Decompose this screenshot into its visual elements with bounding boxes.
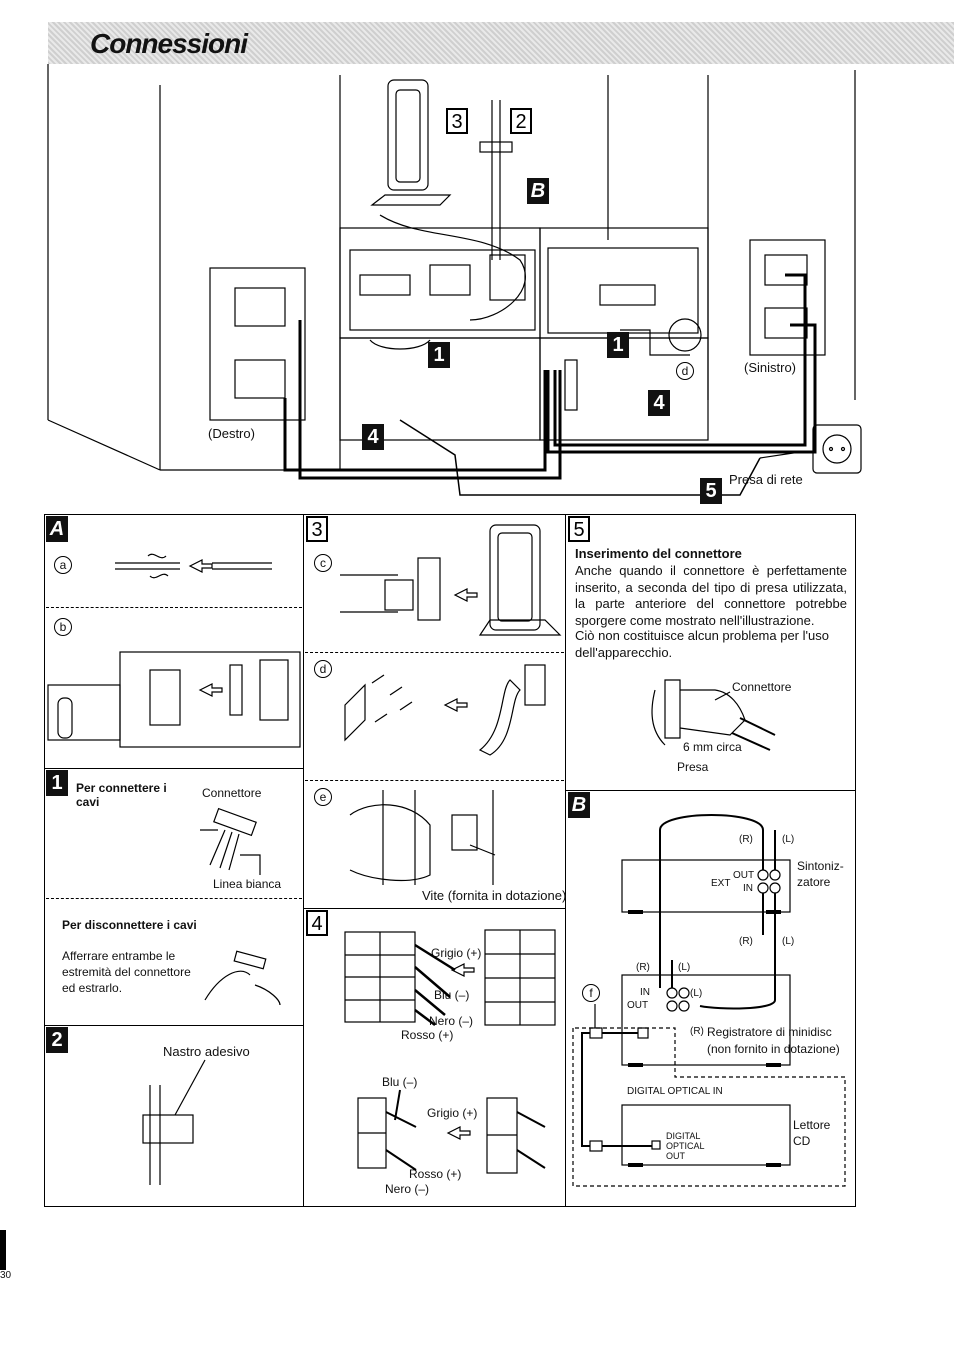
step4b-callout: 4	[648, 390, 670, 416]
cd-label: Lettore CD	[793, 1118, 831, 1148]
md-l2-label: (L)	[690, 988, 703, 999]
step1a-callout: 1	[428, 342, 450, 368]
screw-label: Vite (fornita in dotazione)	[422, 888, 567, 903]
tuner-r-label: (R)	[739, 834, 753, 845]
digital-out-3: OUT	[666, 1151, 685, 1161]
outlet-label: Presa di rete	[729, 472, 803, 487]
step5-callout: 5	[700, 478, 722, 504]
tuner-l2-label: (L)	[782, 936, 795, 947]
md-r-label: (R)	[636, 962, 650, 973]
panel-3-divider-1	[305, 652, 564, 653]
tuner-label: Sintoniz- zatore	[797, 859, 844, 889]
panel-3-divider-2	[305, 780, 564, 781]
ext-label: EXT	[711, 878, 731, 889]
d-callout: d	[676, 362, 694, 380]
socket-label: Presa	[677, 760, 709, 774]
panel-1-number: 1	[46, 770, 68, 796]
tuner-in-label: IN	[743, 883, 753, 894]
md-l-label: (L)	[678, 962, 691, 973]
step1b-callout: 1	[607, 332, 629, 358]
sub-f-marker: f	[582, 984, 600, 1002]
sub-a-marker: a	[54, 556, 72, 574]
black-minus-label: Nero (–)	[429, 1014, 474, 1028]
step2-callout: 2	[510, 108, 532, 134]
red-plus-label: Rosso (+)	[401, 1028, 454, 1042]
grey-plus-label: Grigio (+)	[431, 946, 482, 960]
sub-b-marker: b	[54, 618, 72, 636]
md-r2-label: (R)	[690, 1026, 704, 1037]
connect-title: Per connettere i cavi	[76, 781, 167, 809]
step3-callout: 3	[446, 108, 468, 134]
digital-out-2: OPTICAL	[666, 1141, 705, 1151]
tape-label: Nastro adesivo	[163, 1044, 250, 1059]
grey-plus-label-2: Grigio (+)	[427, 1106, 478, 1120]
panel-A-letter: A	[46, 516, 68, 542]
tuner-r2-label: (R)	[739, 936, 753, 947]
header-band	[48, 22, 954, 64]
tuner-l-label: (L)	[782, 834, 795, 845]
md-in-label: IN	[640, 987, 650, 998]
panel-B-box	[565, 790, 856, 1207]
md-out-label: OUT	[627, 1000, 649, 1011]
disconnect-text: Afferrare entrambe le estremità del conn…	[62, 949, 191, 995]
approx-label: 6 mm circa	[683, 740, 742, 754]
panel-4-number: 4	[306, 910, 328, 936]
minidisc-label: Registratore di minidisc	[707, 1025, 832, 1039]
disconnect-title: Per disconnettere i cavi	[62, 918, 197, 932]
panel-A-divider	[46, 607, 302, 608]
left-speaker-label: (Sinistro)	[744, 360, 797, 375]
digital-in-label: DIGITAL OPTICAL IN	[627, 1086, 723, 1097]
sub-d-marker: d	[314, 660, 332, 678]
panel-B-letter: B	[568, 792, 590, 818]
connector-label: Connettore	[202, 786, 262, 800]
panel-2-number: 2	[46, 1027, 68, 1053]
panel-5-text: Anche quando il connettore è perfettamen…	[575, 563, 847, 628]
panel-5-number: 5	[568, 516, 590, 542]
sub-e-marker: e	[314, 788, 332, 806]
page-number: 30	[0, 1270, 12, 1281]
panel-5-heading: Inserimento del connettore	[575, 546, 742, 561]
red-plus-label-2: Rosso (+)	[409, 1167, 462, 1181]
sub-c-marker: c	[314, 554, 332, 572]
sectionB-callout: B	[527, 178, 549, 204]
blue-minus-label-2: Blu (–)	[382, 1075, 418, 1089]
not-supplied-label: (non fornito in dotazione)	[707, 1042, 840, 1056]
step4a-callout: 4	[362, 424, 384, 450]
page-bar	[0, 1230, 6, 1270]
black-minus-label-2: Nero (–)	[385, 1182, 430, 1196]
panel-3-number: 3	[306, 516, 328, 542]
connector-label-5: Connettore	[732, 680, 792, 694]
panel-1-divider	[46, 898, 302, 899]
right-speaker-label: (Destro)	[208, 426, 255, 441]
tuner-out-label: OUT	[733, 870, 755, 881]
digital-out-1: DIGITAL	[666, 1131, 701, 1141]
page-title: Connessioni	[90, 28, 248, 59]
panel-5-text-2: Ciò non costituisce alcun problema per l…	[575, 628, 829, 660]
white-line-label: Linea bianca	[213, 877, 282, 891]
